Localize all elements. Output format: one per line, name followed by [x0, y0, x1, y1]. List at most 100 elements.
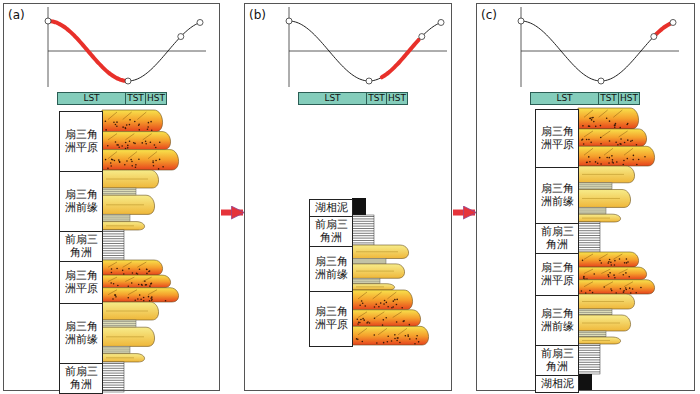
gravel-dot: [150, 283, 152, 285]
gravel-dot: [145, 284, 147, 286]
gravel-dot: [632, 159, 634, 161]
gravel-dot: [581, 139, 583, 141]
gravel-dot: [636, 164, 638, 166]
systems-tract-segment: HST: [386, 92, 408, 105]
gravel-dot: [626, 262, 628, 264]
gravel-dot: [359, 304, 361, 306]
mud-lamina: [102, 253, 124, 254]
gravel-dot: [362, 303, 364, 305]
gravel-dot: [150, 141, 152, 143]
gravel-dot: [146, 273, 148, 275]
gravel-dot: [125, 128, 127, 130]
gravel-dot: [155, 147, 157, 149]
gravel-dot: [387, 335, 389, 337]
curve-point: [419, 34, 425, 40]
stage-arrow: [221, 210, 243, 216]
gravel-dot: [117, 285, 119, 287]
gravel-dot: [362, 318, 364, 320]
bedding-line: [582, 323, 620, 324]
cross-bedding: [128, 290, 137, 295]
cross-bedding: [358, 328, 367, 335]
facies-label: 前扇三角洲: [313, 219, 349, 244]
gravel-dot: [391, 340, 393, 342]
cross-bedding: [108, 112, 117, 120]
gravel-dot: [137, 298, 139, 300]
cross-bedding: [624, 148, 633, 155]
mud-lamina: [352, 230, 374, 231]
gravel-dot: [622, 274, 624, 276]
mud-lamina: [102, 349, 130, 350]
gravel-dot: [624, 262, 626, 264]
cross-bedding: [613, 110, 622, 117]
gravel-dot: [617, 144, 619, 146]
gravel-dot: [162, 166, 164, 168]
sand-body: [102, 288, 179, 302]
tract-label: TST: [368, 93, 385, 104]
facies-label-box: 扇三角洲前缘: [309, 246, 353, 292]
bedding-line: [106, 179, 148, 180]
gravel-dot: [382, 319, 384, 321]
gravel-dot: [152, 162, 154, 164]
gravel-dot: [625, 287, 627, 289]
stage-illustration: [45, 7, 206, 392]
cross-bedding: [148, 290, 157, 295]
mud-lamina: [352, 228, 374, 229]
gravel-dot: [583, 276, 585, 278]
gravel-dot: [627, 139, 629, 141]
curve-point: [518, 18, 524, 24]
mud-lamina: [578, 362, 600, 363]
gravel-dot: [363, 319, 365, 321]
cross-bedding: [128, 152, 137, 159]
gravel-dot: [609, 259, 611, 261]
mud-lamina: [578, 184, 612, 185]
mud-lamina: [102, 219, 130, 220]
sand-body: [102, 132, 171, 150]
mud-lamina: [578, 242, 600, 243]
gravel-dot: [623, 160, 625, 162]
cross-bedding: [601, 131, 610, 137]
gravel-dot: [610, 262, 612, 264]
gravel-dot: [373, 334, 375, 336]
gravel-dot: [112, 159, 114, 161]
sand-body: [102, 327, 155, 346]
cross-bedding: [373, 292, 382, 299]
cross-bedding: [108, 134, 117, 140]
gravel-dot: [145, 141, 147, 143]
gravel-dot: [113, 122, 115, 124]
gravel-dot: [616, 161, 618, 163]
mud-lamina: [352, 238, 374, 239]
gravel-dot: [396, 299, 398, 301]
gravel-dot: [116, 121, 118, 123]
stage-illustration: [518, 7, 679, 391]
facies-label-box: 扇三角洲平原: [535, 109, 579, 168]
bedding-line: [106, 357, 134, 358]
bedding-line: [582, 218, 610, 219]
gravel-dot: [635, 292, 637, 294]
cross-bedding: [599, 110, 608, 117]
gravel-dot: [623, 290, 625, 292]
mud-lamina: [578, 235, 600, 236]
mud-lamina: [352, 279, 380, 280]
gravel-dot: [409, 324, 411, 326]
facies-label-box: 湖相泥: [309, 199, 353, 217]
mud-lamina: [352, 218, 374, 219]
gravel-dot: [626, 258, 628, 260]
gravel-dot: [165, 300, 167, 302]
gravel-dot: [611, 155, 613, 157]
gravel-dot: [131, 161, 133, 163]
cross-bedding: [613, 254, 622, 259]
mud-lamina: [102, 375, 124, 376]
gravel-dot: [121, 145, 123, 147]
gravel-dot: [608, 261, 610, 263]
mud-lamina: [578, 233, 600, 234]
gravel-dot: [582, 260, 584, 262]
systems-tract-segment: LST: [530, 92, 599, 105]
mud-layer: [578, 183, 612, 190]
gravel-dot: [155, 160, 157, 162]
gravel-dot: [586, 162, 588, 164]
gravel-dot: [149, 285, 151, 287]
mud-lamina: [102, 250, 124, 251]
mud-lamina: [102, 231, 124, 232]
mud-layer: [102, 320, 136, 327]
mud-lamina: [578, 249, 600, 250]
